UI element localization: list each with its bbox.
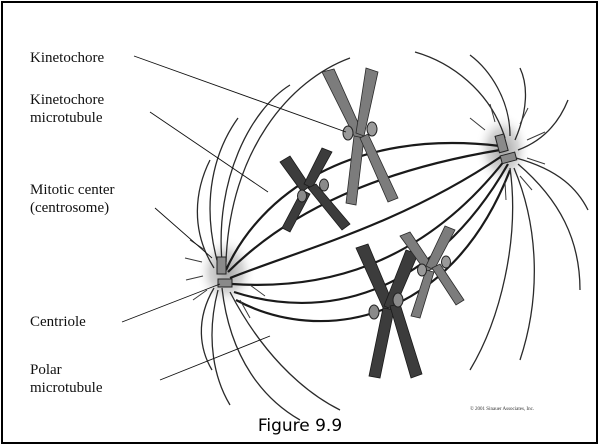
polar-microtubules	[197, 52, 588, 420]
leader-kinetochore-microtubule	[150, 112, 268, 192]
kinetochore-lr-right	[442, 256, 451, 268]
leader-polar-microtubule	[160, 336, 270, 380]
label-polar-microtubule-line2: microtubule	[30, 380, 103, 396]
spindle-microtubules	[226, 143, 510, 321]
chromosome-upper	[322, 68, 398, 205]
chromosome-lower	[356, 244, 422, 378]
label-kinetochore-microtubule-line2: microtubule	[30, 110, 103, 126]
kinetochore-middle-left	[298, 190, 307, 202]
label-mitotic-center-line2: (centrosome)	[30, 200, 109, 216]
kinetochore-microtubule-6	[236, 170, 510, 321]
kinetochore-middle-right	[320, 179, 329, 191]
copyright-notice: © 2001 Sinauer Associates, Inc.	[470, 406, 534, 412]
kinetochore-lr-left	[418, 264, 427, 276]
kinetochore-upper-right	[367, 122, 377, 136]
label-polar-microtubule-line1: Polar	[30, 362, 62, 378]
label-kinetochore: Kinetochore	[30, 50, 104, 66]
label-kinetochore-microtubule-line1: Kinetochore	[30, 92, 104, 108]
kinetochore-upper-left	[343, 126, 353, 140]
leader-kinetochore	[134, 56, 346, 132]
leader-mitotic-center	[155, 208, 212, 258]
label-mitotic-center-line1: Mitotic center	[30, 182, 115, 198]
leader-lines	[122, 56, 346, 380]
kinetochore-lower-right	[393, 293, 403, 307]
figure-caption: Figure 9.9	[0, 416, 600, 436]
kinetochore-lower-left	[369, 305, 379, 319]
label-centriole: Centriole	[30, 314, 86, 330]
leader-centriole	[122, 284, 220, 322]
